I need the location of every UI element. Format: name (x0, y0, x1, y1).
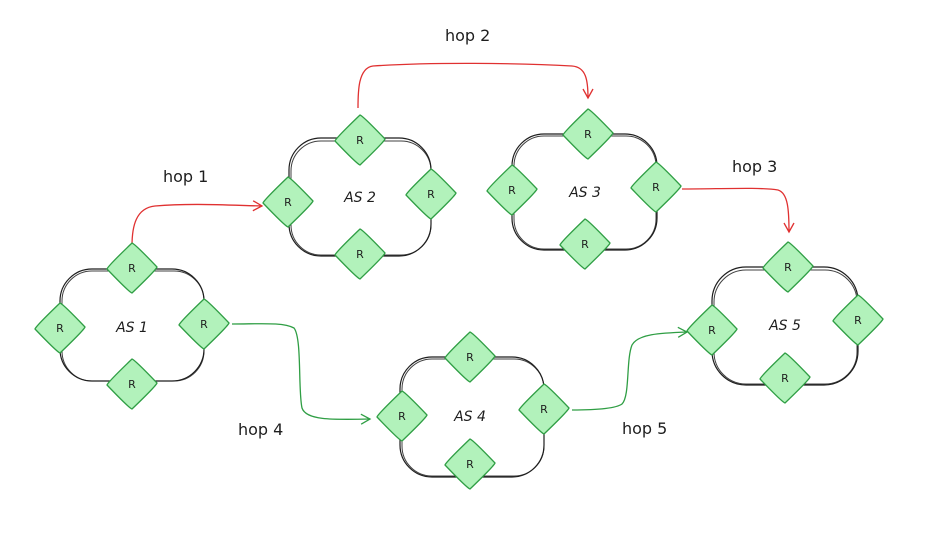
as1-router-left-label: R (56, 322, 64, 335)
as2-router-bottom-shape (334, 228, 386, 280)
as5-router-bottom-shape (759, 352, 811, 404)
as1-router-left-shape (34, 302, 86, 354)
as3-router-left-label: R (508, 184, 516, 197)
as4-router-top-label: R (466, 351, 474, 364)
as4-router-left: R (376, 390, 428, 442)
hop5-arrow (571, 326, 689, 411)
as3-router-bottom: R (559, 218, 611, 270)
as1-router-top-shape (106, 242, 158, 294)
as5-router-top-shape (762, 241, 814, 293)
as5-router-left-shape (686, 304, 738, 356)
as1-router-bottom: R (106, 358, 158, 410)
as2-router-bottom-label: R (356, 248, 364, 261)
as4-router-right-shape (518, 383, 570, 435)
as2-router-right-shape (405, 168, 457, 220)
as1-router-top-label: R (128, 262, 136, 275)
as3-router-bottom-shape (559, 218, 611, 270)
routers: R R R R R R R R R R R R R R R R R R R R (34, 108, 884, 490)
as5-label: AS 5 (768, 318, 801, 334)
as4-router-bottom-shape (444, 438, 496, 490)
as3-router-top-shape (562, 108, 614, 160)
as3-router-right-shape (630, 161, 682, 213)
as5-router-right-label: R (854, 314, 862, 327)
as2-router-right-label: R (427, 188, 435, 201)
as2-router-top-label: R (356, 134, 364, 147)
as3-router-left: R (486, 164, 538, 216)
as3-router-top: R (562, 108, 614, 160)
hop3-label: hop 3 (732, 157, 777, 176)
as4-router-top-shape (444, 331, 496, 383)
as4-router-top: R (444, 331, 496, 383)
hop4-label: hop 4 (238, 420, 283, 439)
hop3-arrow (681, 187, 795, 234)
as2-label: AS 2 (343, 190, 376, 206)
as5-router-right-shape (832, 294, 884, 346)
as3-router-left-shape (486, 164, 538, 216)
hop1-arrow (131, 200, 264, 247)
as4-label: AS 4 (453, 409, 486, 425)
as2-router-left-shape (262, 176, 314, 228)
as1-router-top: R (106, 242, 158, 294)
as2-router-top: R (334, 114, 386, 166)
as5-router-top-label: R (784, 261, 792, 274)
as1-router-right-label: R (200, 318, 208, 331)
as1-router-left: R (34, 302, 86, 354)
as4-router-left-shape (376, 390, 428, 442)
as2-router-top-shape (334, 114, 386, 166)
hop4-arrow (231, 323, 372, 425)
as4-router-right: R (518, 383, 570, 435)
as4-router-bottom-label: R (466, 458, 474, 471)
hop5-label: hop 5 (622, 419, 667, 438)
as5-router-right: R (832, 294, 884, 346)
as4-router-left-label: R (398, 410, 406, 423)
as5-router-left-label: R (708, 324, 716, 337)
as2-router-left: R (262, 176, 314, 228)
as4-router-right-label: R (540, 403, 548, 416)
as1-router-right: R (178, 298, 230, 350)
as3-label: AS 3 (568, 185, 601, 201)
as2-router-left-label: R (284, 196, 292, 209)
as5-router-top: R (762, 241, 814, 293)
as3-router-bottom-label: R (581, 238, 589, 251)
as2-router-bottom: R (334, 228, 386, 280)
as1-label: AS 1 (115, 320, 148, 336)
as1-router-bottom-shape (106, 358, 158, 410)
as4-router-bottom: R (444, 438, 496, 490)
as3-router-top-label: R (584, 128, 592, 141)
as3-router-right-label: R (652, 181, 660, 194)
hop2-arrow (357, 62, 594, 109)
as1-router-bottom-label: R (128, 378, 136, 391)
as1-router-right-shape (178, 298, 230, 350)
hop2-label: hop 2 (445, 26, 490, 45)
as2-router-right: R (405, 168, 457, 220)
as5-router-bottom-label: R (781, 372, 789, 385)
hop1-label: hop 1 (163, 167, 208, 186)
as5-router-left: R (686, 304, 738, 356)
as5-router-bottom: R (759, 352, 811, 404)
as3-router-right: R (630, 161, 682, 213)
